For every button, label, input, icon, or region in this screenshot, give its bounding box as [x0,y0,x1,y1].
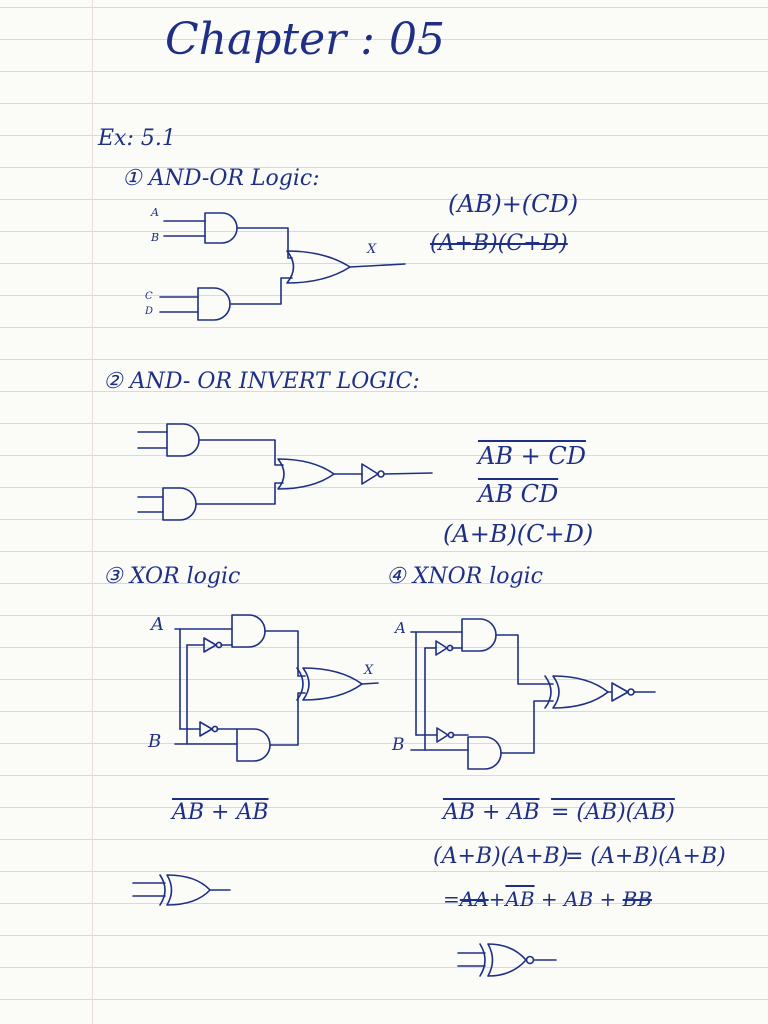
example-label: Ex: 5.1 [98,126,176,151]
sec1-input-b: B [151,231,160,244]
sec1-input-d: D [145,306,154,317]
sec1-input-c: C [145,291,153,302]
sec4-line3-aa: AA [459,887,489,911]
sec1-expr2: (A+B)(C+D) [430,231,568,256]
or-gate [286,250,351,284]
sec4-line2-left: (A+B)(A+B) [433,844,569,869]
sec4-line1-right: = (AB)(AB) [551,800,675,825]
not-gate [361,463,379,485]
and-gate-5 [231,614,266,648]
sec4-input-b: B [392,735,405,755]
or-gate-3 [302,667,363,701]
and-gate-4 [162,487,197,521]
and-gate-2 [197,287,231,321]
and-gate-8 [467,736,502,770]
and-gate-3 [166,423,200,457]
sec1-input-a: A [151,206,159,219]
sec4-line1-left: AB + AB [443,800,540,825]
sec3-output-x: X [364,663,374,678]
sec4-line3-rest: + AB + [540,887,617,911]
sec4-line3-plus: + [488,887,506,911]
sec4-line3-eq: = [443,887,460,911]
sec2-expr2: AB CD [478,480,559,508]
sec2-expr1: AB + CD [478,442,586,470]
sec1-expr1: (AB)+(CD) [448,190,579,218]
sec2-heading: ② AND- OR INVERT LOGIC: [103,369,420,394]
sec4-line3-ab: AB [505,887,535,911]
not-gate-d [436,727,449,743]
sec4-line3-bb: BB [622,887,653,911]
sec3-heading: ③ XOR logic [103,564,241,589]
not-gate-c [435,640,448,656]
sec3-input-b: B [148,731,162,752]
sec4-heading: ④ XNOR logic [386,564,543,589]
sec3-expr: AB + AB [172,800,269,825]
sec4-line2-right: = (A+B)(A+B) [565,844,726,869]
sec1-heading: ① AND-OR Logic: [122,166,320,191]
not-gate-e [611,682,629,702]
margin-line [92,0,93,1024]
not-gate-a [203,637,217,653]
and-gate-7 [461,618,497,652]
page-title: Chapter : 05 [165,14,445,65]
and-gate-6 [236,728,271,762]
sec1-output-x: X [367,242,377,257]
sec2-expr3: (A+B)(C+D) [443,520,594,548]
or-gate-2 [277,458,335,490]
sec4-line3: =AA+AB + AB + BB [443,889,652,909]
sec3-input-a: A [151,614,164,635]
not-gate-b [199,721,213,737]
and-gate-1 [204,212,238,244]
sec4-input-a: A [395,619,406,637]
or-gate-4 [552,675,609,709]
